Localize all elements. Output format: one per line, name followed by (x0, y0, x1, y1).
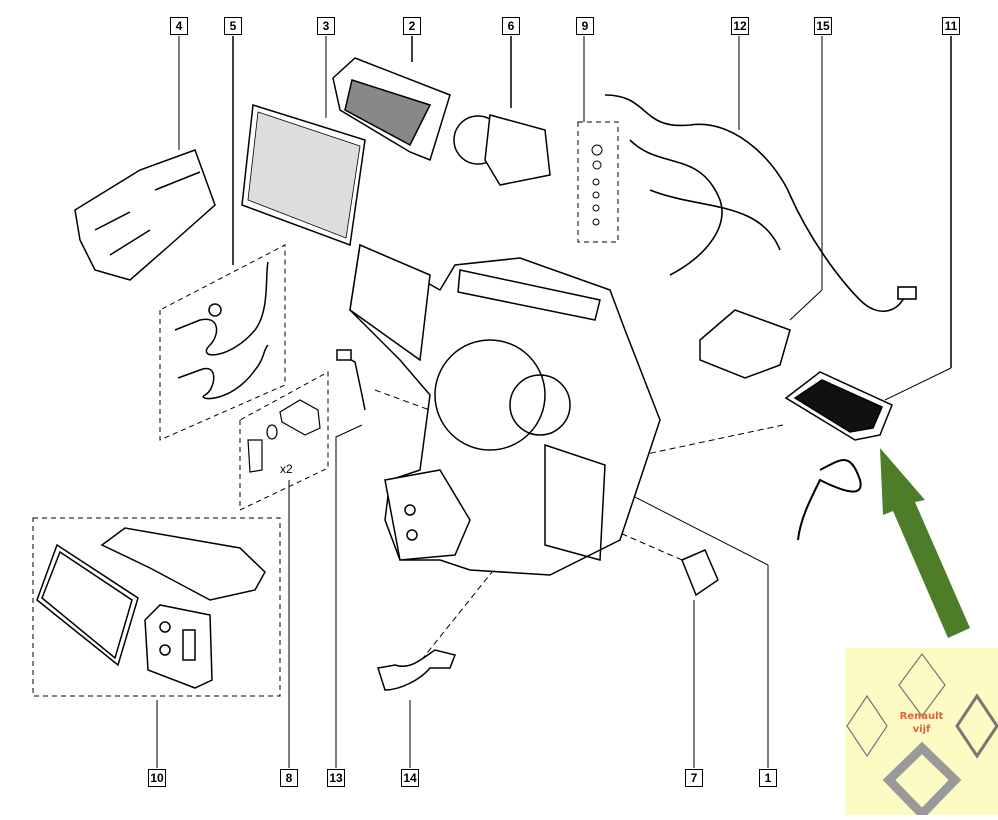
part-14-connector (377, 649, 457, 691)
part-2-filter (332, 57, 451, 161)
callout-11: 11 (942, 17, 960, 35)
quantity-note: x2 (280, 462, 293, 476)
callout-7: 7 (685, 769, 703, 787)
part-7-resistor (681, 549, 719, 597)
leader-line-13 (335, 424, 363, 768)
callout-9: 9 (576, 17, 594, 35)
group-box-10 (32, 517, 281, 697)
part-9-screws (591, 144, 603, 226)
part-3-evaporator (241, 104, 366, 247)
logo-diamond-left (846, 694, 888, 758)
callout-15: 15 (814, 17, 832, 35)
part-15-control-module (699, 309, 791, 379)
logo-diamond-right (955, 693, 998, 759)
part-10-seals (36, 527, 266, 689)
callout-5: 5 (224, 17, 242, 35)
callout-14: 14 (401, 769, 419, 787)
leader-line-15b (789, 289, 823, 321)
part-4-bracket (74, 149, 216, 281)
part-5-pipes (174, 261, 269, 400)
callout-6: 6 (502, 17, 520, 35)
renault-logos (846, 652, 998, 820)
leader-line-1 (624, 491, 769, 768)
group-box-8 (239, 371, 329, 511)
logo-diamond-bottom (882, 741, 962, 820)
callout-10: 10 (148, 769, 166, 787)
callout-3: 3 (317, 17, 335, 35)
watermark-line1: Renault (899, 711, 944, 722)
group-box-5 (159, 244, 286, 441)
callout-2: 2 (403, 17, 421, 35)
part-1-hvac-unit (349, 243, 661, 576)
part-12-wiring-harness (604, 94, 917, 312)
part-13-sensor (336, 349, 366, 411)
pointer-arrow (880, 448, 970, 638)
group-box-9 (577, 121, 619, 243)
callout-12: 12 (731, 17, 749, 35)
callout-1: 1 (759, 769, 777, 787)
part-11-pollen-filter (784, 371, 893, 541)
watermark-line2: vijf (912, 724, 931, 735)
part-8-valve-parts (247, 399, 321, 473)
callout-13: 13 (327, 769, 345, 787)
part-6-blower-motor (453, 114, 551, 186)
leader-line-11b (884, 367, 952, 401)
renault-vijf-watermark: Renault vijf (845, 648, 998, 820)
callout-4: 4 (170, 17, 188, 35)
callout-8: 8 (280, 769, 298, 787)
logo-diamond-top (898, 652, 946, 718)
